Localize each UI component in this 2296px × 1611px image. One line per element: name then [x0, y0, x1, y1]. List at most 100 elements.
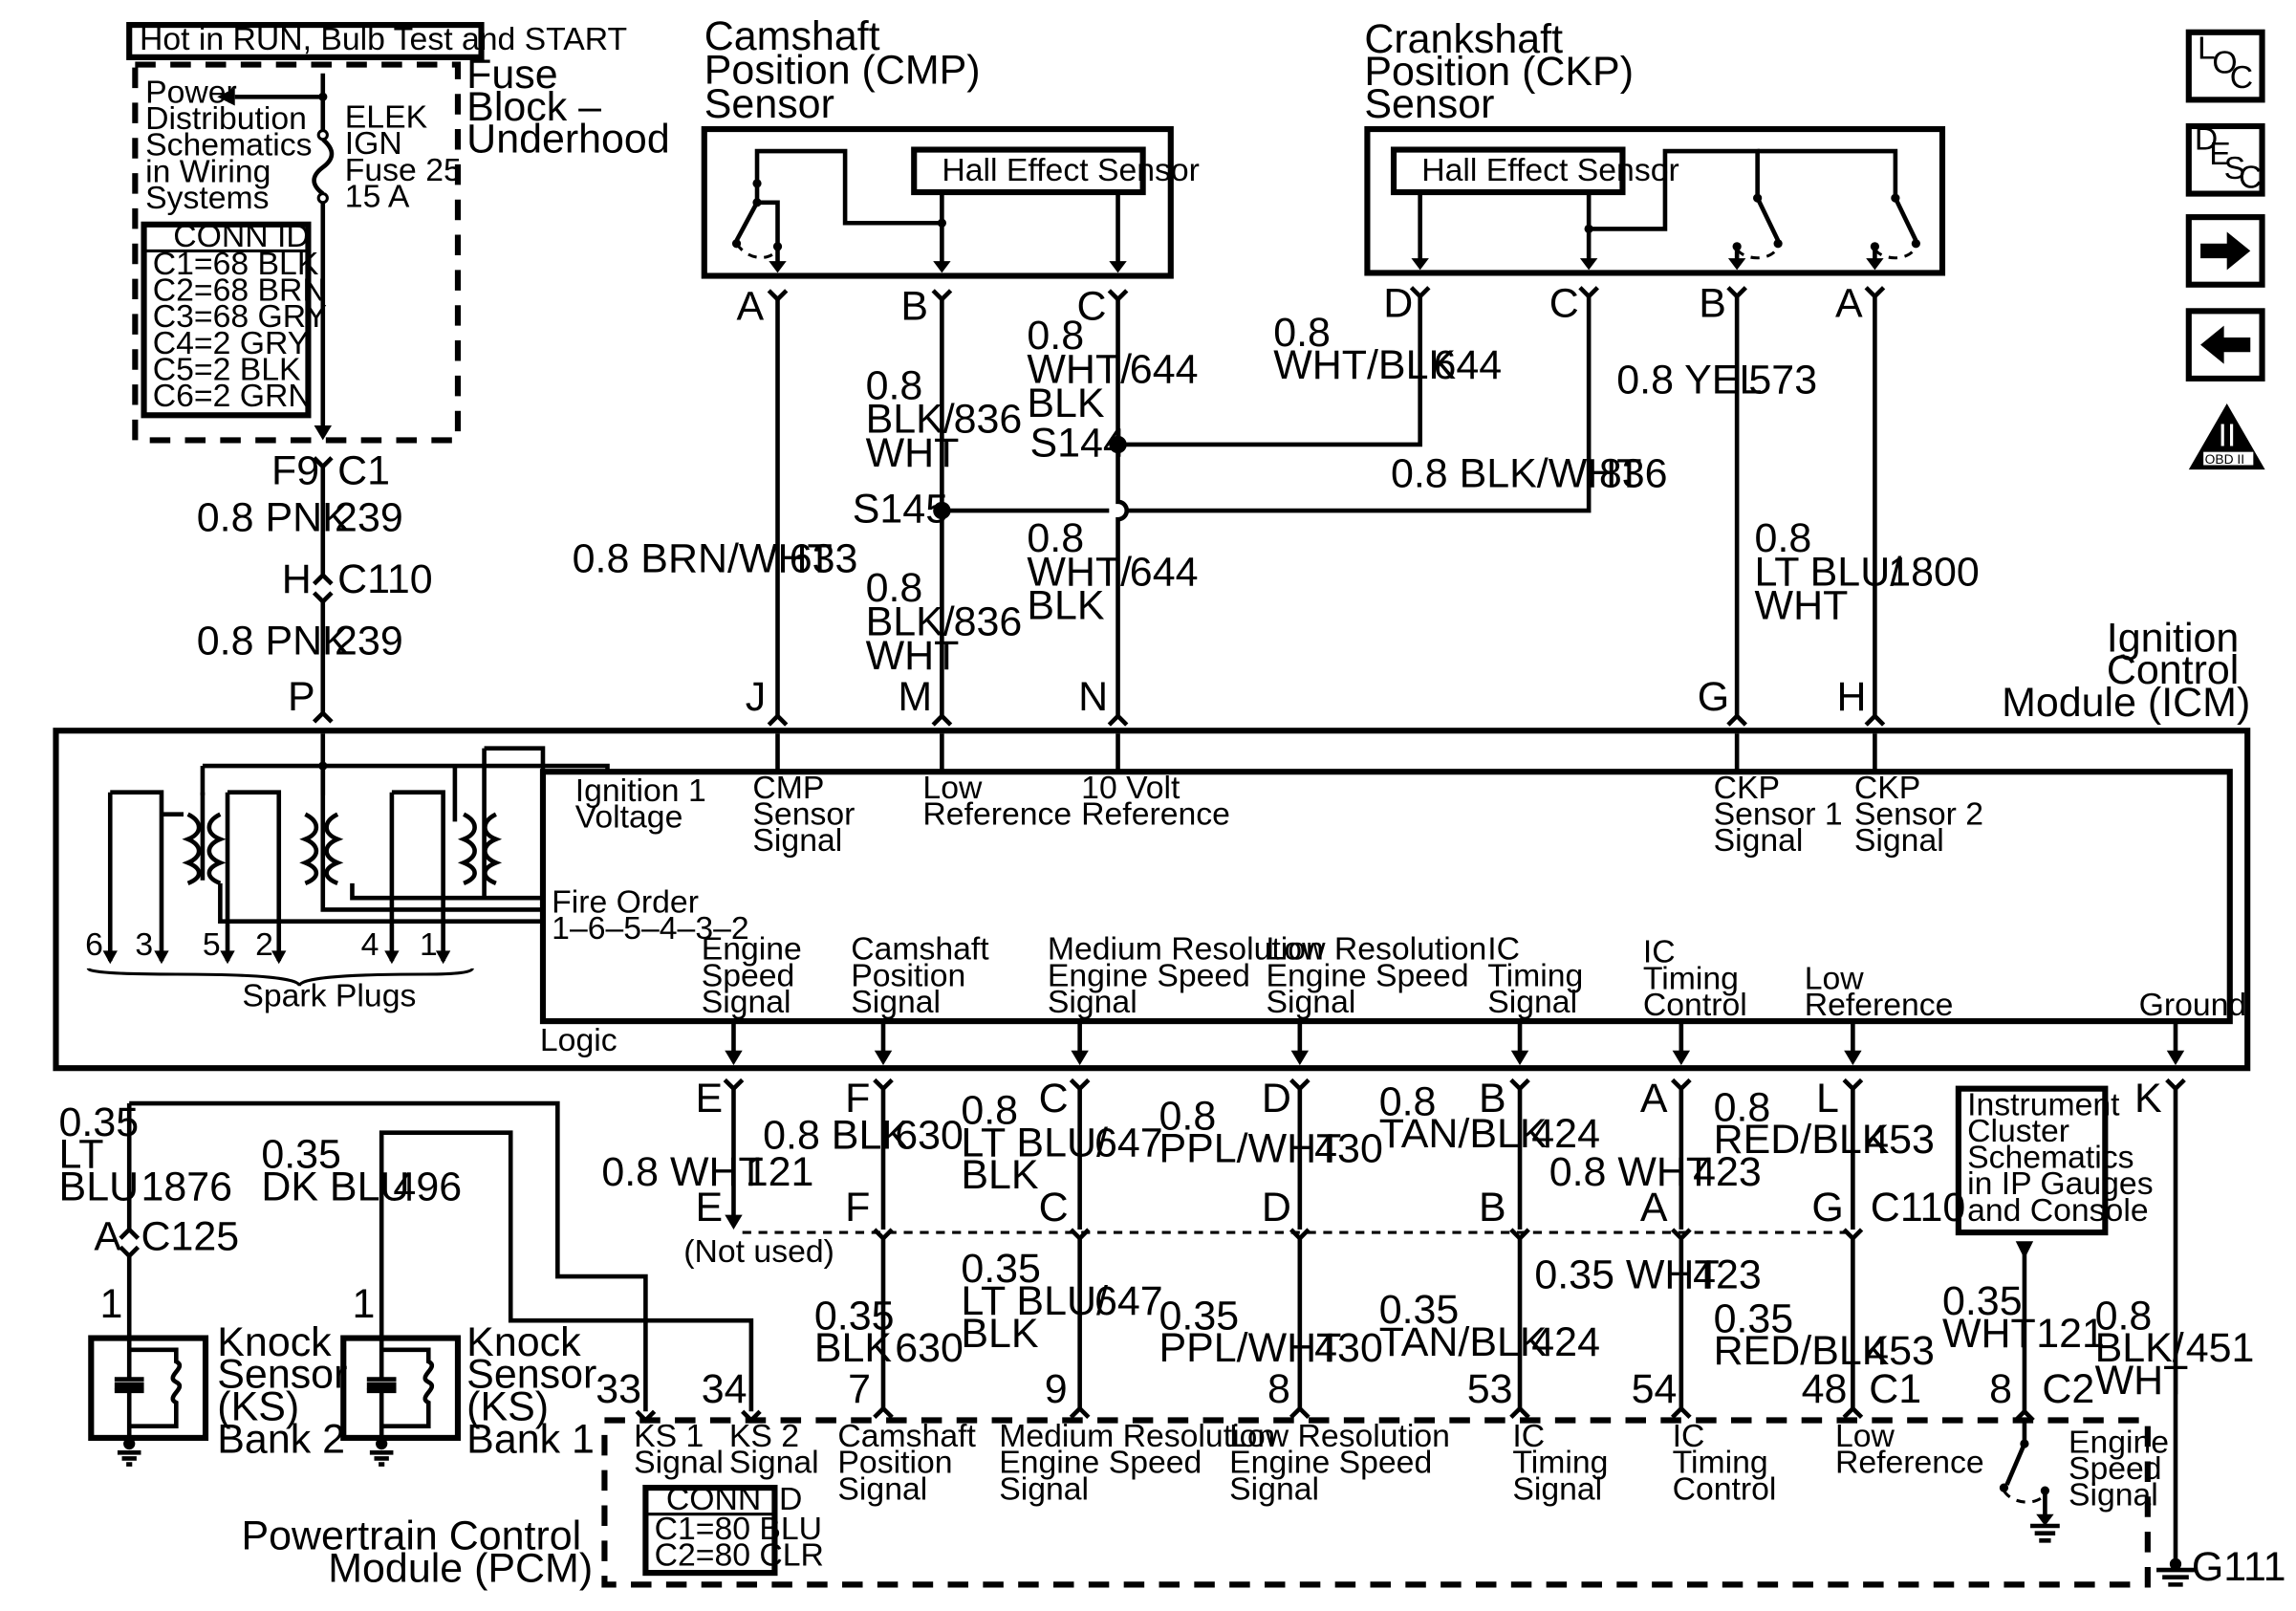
plug-6: 6 — [85, 926, 103, 963]
spark-plugs-brace — [86, 967, 474, 987]
loc-button[interactable] — [2185, 29, 2265, 103]
cmp-hall-box — [911, 146, 1146, 196]
wire-whtblk-a-num: 644 — [1130, 347, 1199, 393]
icm-pin-l: L — [1816, 1076, 1839, 1121]
wire-wht-423-num: 423 — [1693, 1149, 1762, 1195]
icm-pin-c: C — [1039, 1076, 1069, 1121]
wire-whtblk-a: 0.8 WHT/ BLK — [1027, 313, 1143, 426]
icm-label-low-ref-bottom: Low Reference — [1805, 960, 1954, 1023]
icm-pin-f: F — [845, 1076, 870, 1121]
fire-order-label: Fire Order 1–6–5–4–3–2 — [552, 884, 748, 947]
fuse-splice — [318, 92, 328, 101]
icm-label-low-ref: Low Reference — [922, 770, 1072, 833]
wire-blkwht-c-num: 836 — [1599, 450, 1668, 496]
wire-whtblk-b: 0.8 WHT/ BLK — [1027, 515, 1143, 629]
svg-text:O: O — [2212, 45, 2237, 81]
c110-pin-d: D — [1262, 1185, 1291, 1230]
svg-text:C: C — [2239, 159, 2262, 195]
icm-pin-k: K — [2134, 1076, 2162, 1121]
ks1-wire-color: 0.35 DK BLU — [261, 1132, 409, 1210]
icm-outer-box — [53, 728, 2251, 1072]
wire-blkwht-451-num: 451 — [2186, 1325, 2255, 1371]
icm-label-10v-ref: 10 Volt Reference — [1081, 770, 1230, 833]
pcm-label-low-ref: Low Reference — [1835, 1418, 1984, 1481]
wire-pplwht-430-num: 430 — [1314, 1125, 1383, 1171]
wire-ltbluwht-num: 1800 — [1888, 549, 1980, 595]
pcm-conn-id-box — [642, 1485, 778, 1577]
ckp-pin-a: A — [1835, 280, 1863, 326]
pcm-label-engine-speed: Engine Speed Signal — [2069, 1424, 2177, 1513]
wire-pnk-b: 0.8 PNK — [197, 618, 350, 664]
ckp-pin-b: B — [1699, 280, 1726, 326]
conn-c110-upper: C110 — [337, 556, 433, 602]
wire-blkwht-a-num: 836 — [954, 397, 1023, 443]
wire-wht-121b-num: 121 — [2036, 1311, 2105, 1357]
prev-arrow-button[interactable] — [2185, 308, 2265, 381]
wire-ltbluwht: 0.8 LT BLU/ WHT — [1755, 515, 1914, 629]
plug-2: 2 — [255, 926, 273, 963]
knock-sensor-bank2: 0.35 LT BLU 1876 A C125 1 Knock Sensor (… — [59, 1099, 657, 1467]
ground-g111-label: G111 — [2192, 1544, 2286, 1590]
pcm-conn-id-list: C1=80 BLU C2=80 CLR — [655, 1511, 832, 1574]
pcm-outline — [601, 1417, 2151, 1588]
wire-ltblublk-647b-num: 647 — [1094, 1278, 1163, 1324]
wire-blk-630-num: 630 — [895, 1113, 964, 1159]
icm-pin-h: H — [1836, 674, 1866, 720]
icm-label-cam-position: Camshaft Position Signal — [851, 931, 998, 1020]
lower-wires: E F C D B A L K E F C D B A G C110 (Not … — [601, 1076, 2285, 1590]
icm-label-ic-timing-control: IC Timing Control — [1643, 934, 1747, 1023]
pin-h: H — [282, 556, 312, 602]
spark-plugs-label: Spark Plugs — [242, 978, 416, 1014]
hot-in-run-label: Hot in RUN, Bulb Test and START — [140, 21, 627, 57]
splice-s144 — [1109, 435, 1127, 454]
wire-blkwht-a: 0.8 BLK/ WHT — [866, 362, 966, 476]
ks1-wire-num: 496 — [393, 1164, 462, 1209]
plug-3: 3 — [135, 926, 153, 963]
icm-module: Ignition Control Module (ICM) Logic Igni… — [53, 615, 2251, 1072]
cmp-sensor: Camshaft Position (CMP) Sensor Hall Effe… — [701, 13, 1200, 330]
fuse-terminal-top — [316, 129, 329, 142]
wire-blkwht-c: 0.8 BLK/WHT — [1391, 450, 1642, 496]
wire-brnwht: 0.8 BRN/WHT — [573, 535, 833, 581]
pcm-pin-8: 8 — [1267, 1366, 1290, 1412]
arrow-left-icon — [2200, 325, 2251, 364]
cmp-pin-b: B — [900, 284, 928, 330]
cmp-pin-c: C — [1077, 284, 1107, 330]
icm-pin-j: J — [746, 674, 766, 720]
pcm-pin-48: 48 — [1802, 1366, 1848, 1412]
wire-pplwht-430: 0.8 PPL/WHT — [1159, 1094, 1342, 1172]
svg-text:L: L — [2198, 30, 2216, 66]
pcm-module: Powertrain Control Module (PCM) 33 34 7 … — [241, 1366, 2177, 1591]
ckp-hall-box — [1390, 146, 1626, 196]
icm-label-med-res: Medium Resolution Engine Speed Signal — [1048, 931, 1332, 1020]
conn-c1: C1 — [337, 447, 390, 493]
pcm-pin-53: 53 — [1467, 1366, 1513, 1412]
ckp-sensor-box — [1364, 125, 1946, 276]
icm-label-ign1: Ignition 1 Voltage — [575, 773, 715, 836]
ks2-box — [88, 1335, 209, 1441]
not-used-label: (Not used) — [683, 1233, 834, 1270]
icm-pin-m: M — [898, 674, 932, 720]
pcm-pin-34: 34 — [702, 1366, 747, 1412]
next-arrow-button[interactable] — [2185, 214, 2265, 288]
cmp-hall-label: Hall Effect Sensor — [942, 152, 1200, 188]
c110-pin-g: G — [1811, 1185, 1843, 1230]
pcm-label-ks2: KS 2 Signal — [729, 1418, 819, 1481]
wire-pnk-a: 0.8 PNK — [197, 495, 350, 541]
wire-tanblk-424: 0.8 TAN/BLK — [1379, 1078, 1548, 1157]
knock-sensor-bank1: 0.35 DK BLU 496 1 Knock Sensor (KS) Bank… — [261, 1130, 762, 1467]
pcm-label-ic-timing-control: IC Timing Control — [1673, 1418, 1777, 1507]
icm-pin-g: G — [1698, 674, 1729, 720]
ground-g111-icon — [2156, 1567, 2195, 1587]
wire-redblk-453: 0.8 RED/BLK — [1714, 1084, 1890, 1163]
ignition-feed-wire: F9 C1 0.8 PNK 239 H C110 0.8 PNK 239 P — [197, 447, 433, 724]
wire-blk-630b: 0.35 BLK — [814, 1293, 906, 1371]
desc-button[interactable] — [2185, 122, 2265, 197]
wire-tanblk-424-num: 424 — [1531, 1111, 1600, 1157]
ckp-pin-d: D — [1383, 280, 1413, 326]
pcm-pin-8-c2: 8 — [1989, 1366, 2012, 1412]
ks1-label: Knock Sensor (KS) Bank 1 — [466, 1319, 608, 1462]
wire-yel: 0.8 YEL — [1616, 357, 1762, 403]
cmp-sensor-box — [701, 125, 1174, 279]
